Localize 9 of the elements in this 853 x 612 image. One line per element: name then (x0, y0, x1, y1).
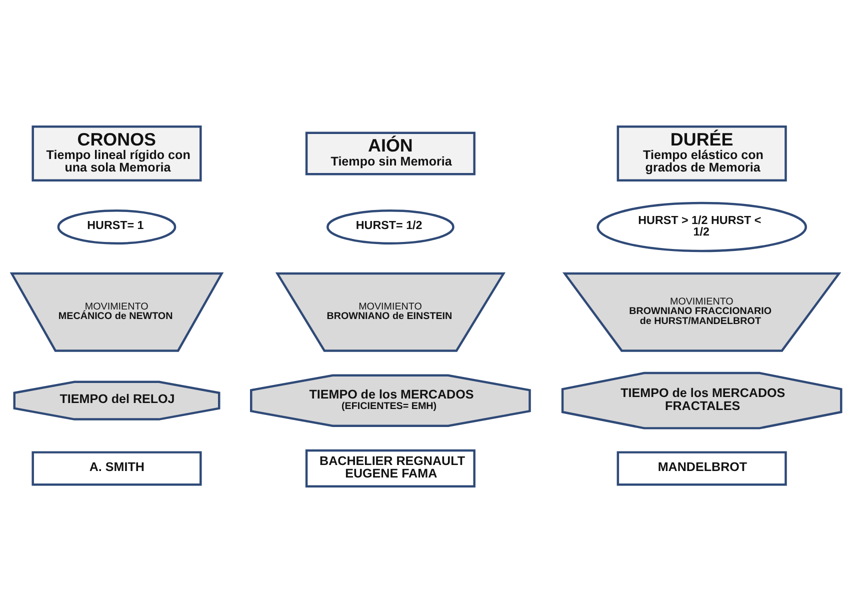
node-box: AIÓN Tiempo sin Memoria (305, 131, 476, 175)
node-box: DURÉE Tiempo elástico con grados de Memoria (616, 124, 787, 182)
node-ellipse: HURST= 1/2 (326, 208, 454, 244)
node-ellipse: HURST > 1/2 HURST < 1/2 (596, 201, 807, 252)
node-ellipse: HURST= 1 (57, 208, 176, 244)
node-box: CRONOS Tiempo lineal rígido con una sola Memoria (32, 124, 202, 182)
node-box: MANDELBROT (616, 450, 787, 486)
node-box: BACHELIER REGNAULT EUGENE FAMA (305, 448, 476, 488)
node-box: A. SMITH (32, 450, 202, 486)
